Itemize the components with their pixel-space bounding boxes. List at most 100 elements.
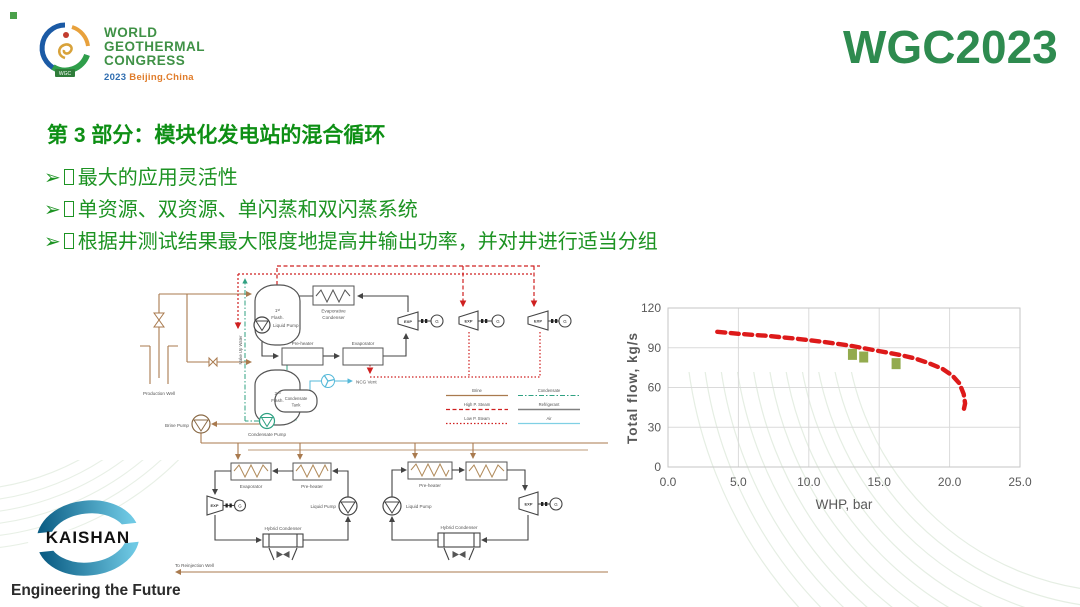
- label-condensate-tank-2: Tank: [292, 403, 302, 408]
- bullet-item: ➢ 单资源、双资源、单闪蒸和双闪蒸系统: [44, 194, 658, 226]
- label-evap-condenser-2: Condenser: [322, 315, 345, 320]
- legend-high-p-steam: High P. Steam: [464, 402, 491, 407]
- label-flash1: Flash.: [271, 315, 284, 320]
- wgc-logo-mark-icon: WGC: [39, 22, 90, 77]
- label-exp-2: EXP: [464, 318, 472, 323]
- label-condensate-tank-1: Condensate: [285, 396, 308, 401]
- label-liquid-pump-right: Liquid Pump: [406, 504, 432, 509]
- label-production-well: Production Well: [143, 391, 175, 396]
- condensate-tank: [274, 389, 318, 413]
- wgc-logo-line2: GEOTHERMAL: [104, 39, 205, 54]
- bullet-list: ➢ 最大的应用灵活性 ➢ 单资源、双资源、单闪蒸和双闪蒸系统 ➢ 根据井测试结果最大限…: [44, 162, 658, 258]
- well-test-points: [891, 358, 901, 370]
- label-pre-heater-left: Pre-heater: [301, 484, 323, 489]
- diagram-legend: Brine High P. Steam Low P. Steam Condens…: [446, 388, 580, 425]
- legend-low-p-steam: Low P. Steam: [464, 416, 490, 421]
- label-flash2-sup: 2ⁿᵈ: [275, 391, 281, 396]
- x-axis-label: WHP, bar: [816, 497, 873, 512]
- label-pre-heater: Pre-heater: [292, 341, 314, 346]
- well-test-points: [859, 351, 869, 363]
- label-evaporator: Evaporator: [352, 341, 375, 346]
- x-tick-label: 5.0: [730, 475, 747, 489]
- label-ncg-vent: NCG Vent: [356, 380, 377, 385]
- x-tick-label: 25.0: [1008, 475, 1032, 489]
- y-tick-label: 90: [648, 341, 662, 355]
- valve-icon: [153, 312, 218, 368]
- label-gen-2: G: [496, 319, 500, 324]
- turbines: [206, 310, 572, 516]
- bullet-text: 单资源、双资源、单闪蒸和双闪蒸系统: [77, 199, 418, 221]
- bullet-item: ➢ 根据井测试结果最大限度地提高井输出功率，并对井进行适当分组: [44, 226, 658, 258]
- y-tick-label: 120: [641, 301, 661, 315]
- label-to-reinjection: To Reinjection Well: [175, 563, 214, 568]
- kaishan-wordmark: KAISHAN: [46, 528, 130, 547]
- label-exp-1: EXP: [404, 319, 412, 324]
- x-tick-label: 10.0: [797, 475, 821, 489]
- x-tick-label: 15.0: [868, 475, 892, 489]
- wgc-congress-logo: WGC WORLD GEOTHERMAL CONGRESS 2023 Beiji…: [36, 18, 205, 85]
- kaishan-logo-mark-icon: KAISHAN: [27, 500, 149, 576]
- pumps: [191, 316, 402, 516]
- label-gen-left: G: [238, 503, 242, 508]
- bullet-text: 最大的应用灵活性: [77, 167, 238, 189]
- ncg-fan-icon: [321, 374, 335, 388]
- label-gen-3: G: [563, 319, 567, 324]
- label-flash2: Flash.: [271, 398, 284, 403]
- plot-border: [667, 307, 1021, 468]
- label-evap-condenser-1: Evaporative: [321, 309, 346, 314]
- box-glyph: [63, 233, 74, 249]
- wgc-logo-place: Beijing.China: [129, 72, 194, 83]
- wgc-logo-text: WORLD GEOTHERMAL CONGRESS 2023 Beijing.C…: [104, 26, 205, 85]
- wgc-logo-line3: CONGRESS: [104, 53, 186, 68]
- well-deliverability-curve: [715, 329, 968, 413]
- label-exp-3: EXP: [534, 318, 542, 323]
- label-gen-right: G: [554, 502, 558, 507]
- label-make-up-water: Make Up Water: [238, 335, 243, 365]
- evap-condenser-coil: [315, 288, 351, 304]
- label-pre-heater-right: Pre-heater: [419, 483, 441, 488]
- brine-piping: [140, 290, 608, 576]
- x-tick-label: 20.0: [938, 475, 962, 489]
- legend-refrigerant: Refrigerant: [539, 402, 561, 407]
- well-test-points: [847, 348, 857, 360]
- wgc-logo-line4: 2023 Beijing.China: [104, 71, 205, 85]
- x-tick-label: 0.0: [660, 475, 677, 489]
- label-exp-left: EXP: [210, 503, 218, 508]
- ncg-piping: [309, 378, 353, 390]
- legend-condensate: Condensate: [538, 388, 561, 393]
- legend-air: Air: [546, 416, 552, 421]
- y-axis-label: Total flow, kg/s: [625, 332, 640, 444]
- label-gen-1: G: [435, 319, 439, 324]
- label-condensate-pump: Condensate Pump: [248, 432, 286, 437]
- bullet-arrow-icon: ➢: [44, 167, 61, 189]
- hybrid-condensers: [262, 532, 481, 561]
- label-flash1-sup: 1ˢᵗ: [275, 308, 280, 313]
- wgc-logo-year: 2023: [104, 72, 130, 83]
- label-hybrid-condenser-right: Hybrid Condenser: [440, 525, 477, 530]
- brine-coils: [233, 462, 505, 479]
- label-liquid-pump: Liquid Pump: [273, 323, 299, 328]
- orc-module-piping: [211, 466, 550, 544]
- box-glyph: [63, 169, 74, 185]
- section-title: 第 3 部分：模块化发电站的混合循环: [47, 124, 386, 147]
- bullet-item: ➢ 最大的应用灵活性: [44, 162, 658, 194]
- bullet-arrow-icon: ➢: [44, 231, 61, 253]
- label-evaporator-left: Evaporator: [240, 484, 263, 489]
- label-brine-pump: Brine Pump: [165, 423, 189, 428]
- wgc-logo-line1: WORLD: [104, 25, 158, 40]
- process-flow-diagram: Brine High P. Steam Low P. Steam Condens…: [140, 265, 608, 576]
- legend-brine: Brine: [472, 388, 482, 393]
- label-exp-right: EXP: [524, 501, 532, 506]
- bullet-arrow-icon: ➢: [44, 199, 61, 221]
- bullet-text: 根据井测试结果最大限度地提高井输出功率，并对井进行适当分组: [77, 231, 658, 253]
- label-hybrid-condenser-left: Hybrid Condenser: [264, 526, 301, 531]
- box-glyph: [63, 201, 74, 217]
- y-tick-label: 0: [654, 460, 661, 474]
- shaft-couplings: [225, 319, 558, 508]
- wgc2023-wordmark: WGC2023: [843, 21, 1058, 73]
- accent-square: [10, 12, 17, 19]
